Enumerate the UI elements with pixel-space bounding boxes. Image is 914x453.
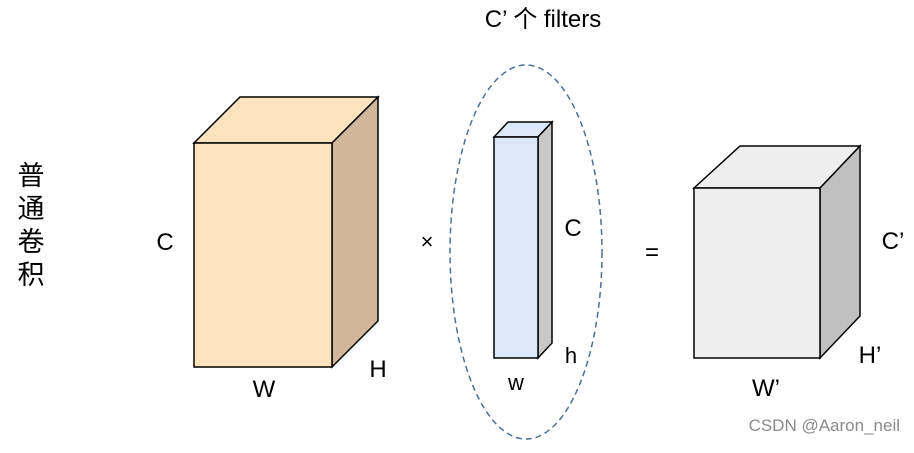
output-height-label: C’ [882, 228, 905, 255]
filter-block-side [537, 120, 553, 360]
side-label-ordinary-convolution: 普 通 卷 积 [14, 160, 48, 292]
output-block-front [693, 187, 821, 359]
input-depth-label: H [369, 356, 386, 383]
input-block [192, 95, 380, 369]
output-depth-label: H’ [859, 342, 882, 369]
multiply-operator: × [421, 229, 434, 254]
filters-group-ellipse [449, 64, 603, 440]
equals-operator: = [645, 239, 659, 266]
output-width-label: W’ [752, 375, 780, 402]
side-label-char: 积 [17, 260, 45, 291]
output-block [692, 144, 862, 360]
side-label-char: 通 [17, 194, 45, 225]
input-width-label: W [253, 376, 276, 403]
filter-depth-label: h [565, 343, 577, 368]
filters-title: C’ 个 filters [485, 6, 601, 33]
watermark: CSDN @Aaron_neil [748, 416, 900, 435]
side-label-char: 普 [17, 161, 45, 192]
input-height-label: C [156, 229, 173, 256]
side-label-char: 卷 [17, 227, 45, 258]
input-block-front [193, 142, 333, 368]
filter-block-front [493, 136, 539, 359]
filter-width-label: w [507, 370, 524, 395]
filter-block [492, 120, 554, 360]
filter-height-label: C [564, 215, 581, 242]
input-block-side [331, 95, 379, 369]
